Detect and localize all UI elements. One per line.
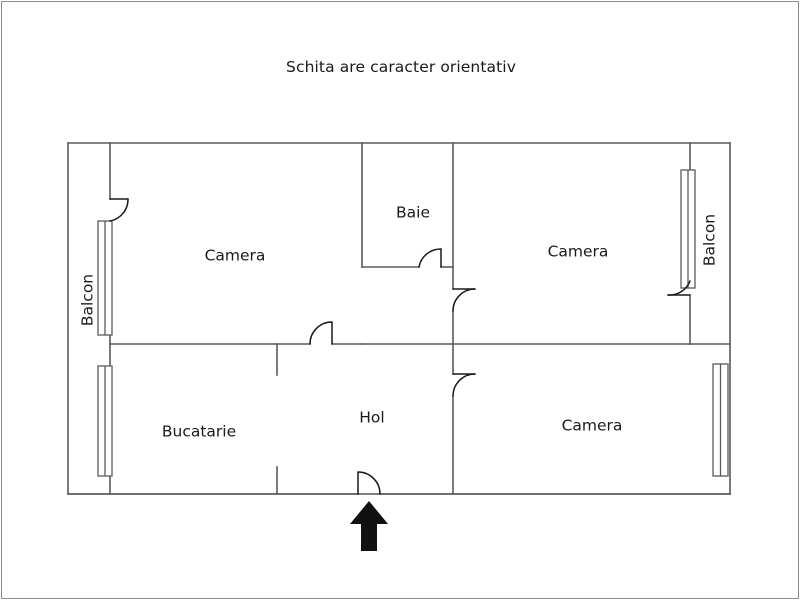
page-title: Schita are caracter orientativ <box>286 58 516 76</box>
window-camera-bottom-right <box>712 363 729 477</box>
room-labels-group: Camera Baie Camera Bucatarie Hol Camera <box>162 204 623 441</box>
room-label-camera-bottom-right: Camera <box>562 417 623 435</box>
room-label-camera-top-left: Camera <box>205 247 266 265</box>
window-bucatarie-left <box>97 365 113 477</box>
door-balcon-right <box>667 280 691 296</box>
room-label-camera-top-right: Camera <box>548 243 609 261</box>
window-balcon-left <box>97 220 113 336</box>
room-label-hol: Hol <box>359 409 384 427</box>
door-baie <box>418 248 442 268</box>
door-camera-bottom-right <box>452 373 476 397</box>
windows-group <box>97 169 729 477</box>
door-camera-top-left <box>309 321 333 345</box>
balcony-labels-group: Balcon Balcon <box>79 214 719 326</box>
room-label-baie: Baie <box>396 204 430 222</box>
room-label-bucatarie: Bucatarie <box>162 423 236 441</box>
door-camera-top-right <box>452 288 476 312</box>
door-main-entrance <box>357 471 381 495</box>
balcony-label-left: Balcon <box>79 274 97 326</box>
window-balcon-right <box>680 169 696 289</box>
entrance-arrow-icon <box>350 501 388 551</box>
balcony-label-right: Balcon <box>701 214 719 266</box>
door-balcon-left <box>109 198 129 222</box>
walls-group <box>67 142 731 495</box>
doors-group <box>109 198 691 495</box>
